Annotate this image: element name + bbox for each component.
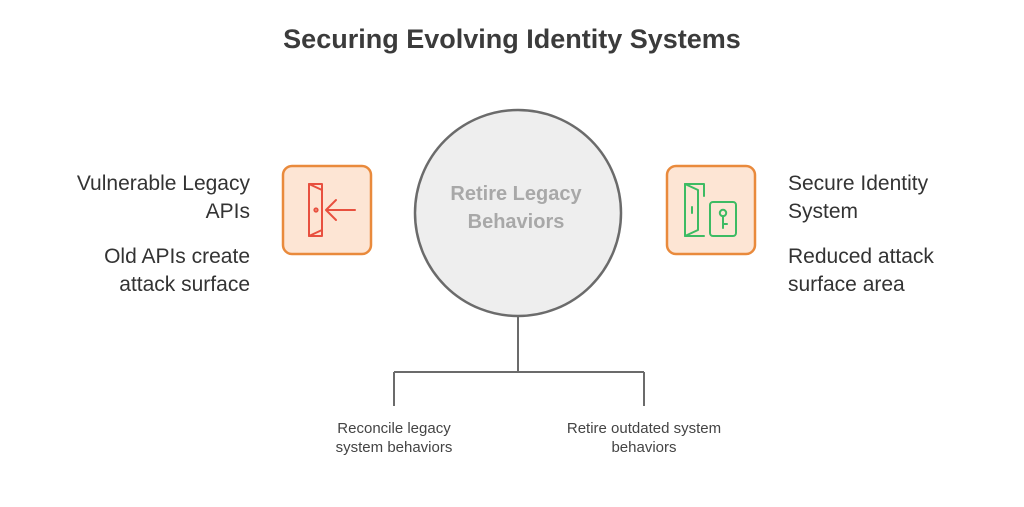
center-circle [413, 108, 623, 318]
right-description: Reduced attack surface area [788, 245, 934, 296]
branch-label-reconcile: Reconcile legacy system behaviors [335, 420, 453, 456]
right-heading: Secure Identity System [788, 172, 929, 223]
left-description: Old APIs create attack surface [104, 245, 250, 296]
diagram-title: Securing Evolving Identity Systems [283, 24, 741, 54]
door-lock-key-icon [684, 183, 737, 237]
branch-label-retire: Retire outdated system behaviors [566, 420, 722, 456]
right-icon-box [665, 164, 757, 256]
left-heading: Vulnerable Legacy APIs [76, 172, 250, 223]
left-icon-box [281, 164, 373, 256]
door-exit-arrow-icon [308, 183, 356, 237]
